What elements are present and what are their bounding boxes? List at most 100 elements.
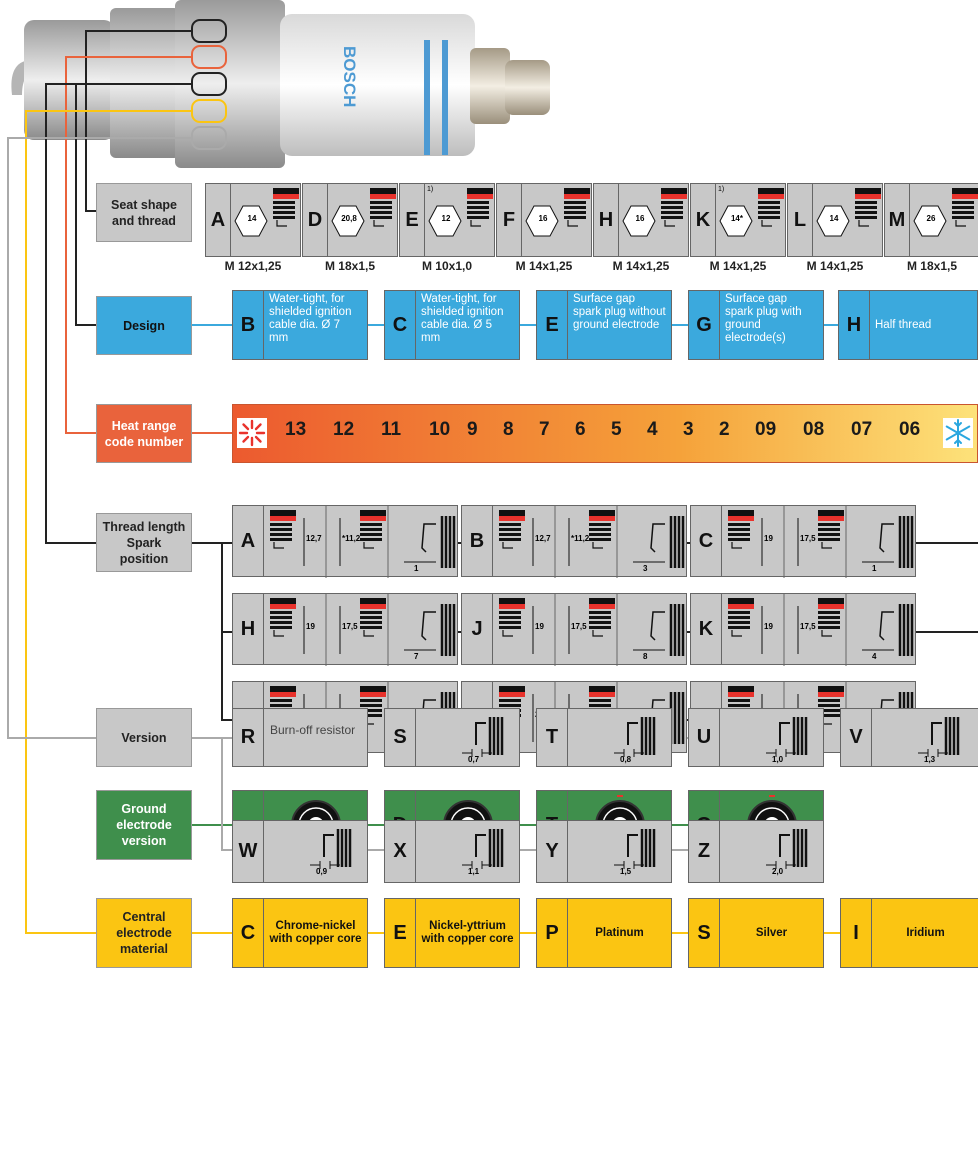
hex-size-label: 12 <box>441 214 451 223</box>
row-label-seat: Seat shape and thread <box>96 183 192 242</box>
heat-code[interactable]: 3 <box>683 419 694 440</box>
seat-diagram: 12 1) <box>424 184 495 256</box>
heat-code[interactable]: 11 <box>381 419 402 440</box>
version-option-z[interactable]: Z 2,0 <box>688 820 824 883</box>
row-label-design: Design <box>96 296 192 355</box>
version-option-v[interactable]: V 1,3 <box>840 708 978 767</box>
option-letter: V <box>841 709 872 766</box>
length-1: 12,7 <box>535 534 551 543</box>
heat-code[interactable]: 8 <box>503 419 514 440</box>
heat-code[interactable]: 07 <box>851 419 873 440</box>
option-letter: R <box>233 709 264 766</box>
hex-size-label: 26 <box>926 214 936 223</box>
seat-option-f[interactable]: F 16 <box>496 183 592 257</box>
thread-caption: M 14x1,25 <box>709 259 767 273</box>
thread-caption: M 12x1,25 <box>224 259 282 273</box>
hex-size-label: 16 <box>635 214 645 223</box>
central-text: Nickel-yttrium with copper core <box>421 920 514 945</box>
gap-value: 3 <box>643 564 648 573</box>
length-1: 19 <box>306 622 315 631</box>
length-2: 17,5 <box>800 622 816 631</box>
heat-code[interactable]: 06 <box>899 419 921 440</box>
heat-code[interactable]: 10 <box>429 419 451 440</box>
thread-caption: M 18x1,5 <box>324 259 376 273</box>
heat-code[interactable]: 09 <box>755 419 777 440</box>
option-letter: H <box>233 594 264 664</box>
option-letter: M <box>888 208 906 231</box>
seat-option-d[interactable]: D 20,8 <box>302 183 398 257</box>
gap-diagram: 0,9 <box>264 821 368 882</box>
heat-code[interactable]: 2 <box>719 419 730 440</box>
gap-value: 1 <box>872 564 877 573</box>
design-text: Surface gap spark plug without ground el… <box>573 293 666 331</box>
bosch-logo: BOSCH <box>340 46 359 107</box>
length-2: 17,5 <box>800 534 816 543</box>
heat-code[interactable]: 5 <box>611 419 622 440</box>
version-option-x[interactable]: X 1,1 <box>384 820 520 883</box>
thread-caption: M 18x1,5 <box>906 259 958 273</box>
thread-diagram: 19 17,5 1 <box>722 506 917 578</box>
gap-diagram: 0,8 <box>568 709 672 766</box>
length-1: 19 <box>535 622 544 631</box>
version-option-w[interactable]: W 0,9 <box>232 820 368 883</box>
gap-value: 1,0 <box>772 755 784 764</box>
heat-code[interactable]: 08 <box>803 419 825 440</box>
heat-code[interactable]: 9 <box>467 419 478 440</box>
heat-code[interactable]: 7 <box>539 419 550 440</box>
version-option-s[interactable]: S 0,7 <box>384 708 520 767</box>
seat-option-k[interactable]: K 14* 1) <box>690 183 786 257</box>
seat-option-h[interactable]: H 16 <box>593 183 689 257</box>
heat-code[interactable]: 6 <box>575 419 586 440</box>
length-1: 19 <box>764 622 773 631</box>
seat-diagram: 26 <box>909 184 978 256</box>
option-letter: D <box>307 208 323 231</box>
thread-caption: M 14x1,25 <box>515 259 573 273</box>
version-option-y[interactable]: Y 1,5 <box>536 820 672 883</box>
hex-size-label: 16 <box>538 214 548 223</box>
hex-size-label: 14* <box>730 214 743 223</box>
seat-option-a[interactable]: A 14 <box>205 183 301 257</box>
length-1: 19 <box>764 534 773 543</box>
gap-value: 0,8 <box>620 755 632 764</box>
hex-size-label: 14 <box>829 214 839 223</box>
option-letter: J <box>462 594 493 664</box>
seat-option-m[interactable]: M 26 <box>884 183 978 257</box>
row-label-version: Version <box>96 708 192 767</box>
option-letter: U <box>689 709 720 766</box>
gap-value: 4 <box>872 652 877 661</box>
option-letter: I <box>841 899 872 967</box>
heat-code[interactable]: 4 <box>647 419 658 440</box>
option-letter: H <box>839 291 870 359</box>
version-option-t[interactable]: T 0,8 <box>536 708 672 767</box>
seat-diagram: 16 <box>618 184 689 256</box>
footnote-mark: 1) <box>718 186 725 193</box>
version-option-u[interactable]: U 1,0 <box>688 708 824 767</box>
gap-value: 7 <box>414 652 419 661</box>
option-letter: A <box>233 506 264 576</box>
heat-code[interactable]: 13 <box>285 419 307 440</box>
footnote-mark: 1) <box>427 186 434 193</box>
heat-code[interactable]: 12 <box>333 419 355 440</box>
row-label-thread: Thread length Spark position <box>96 513 192 572</box>
option-letter: K <box>695 208 711 231</box>
seat-option-l[interactable]: L 14 <box>787 183 883 257</box>
